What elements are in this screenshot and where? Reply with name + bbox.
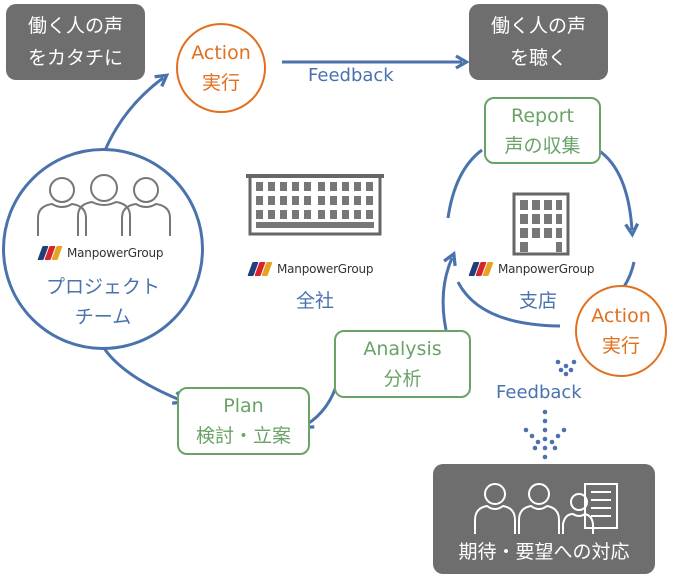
box-voice-to-shape-line1: 働く人の声: [27, 15, 123, 37]
action-circle-top: Action 実行: [176, 23, 266, 113]
box-voice-to-shape: 働く人の声 をカタチに: [6, 4, 145, 80]
building-branch-icon: [512, 192, 570, 256]
manpower-brand-hq: ManpowerGroup: [277, 262, 374, 276]
analysis-jp: 分析: [383, 368, 422, 390]
manpower-brand-team: ManpowerGroup: [67, 246, 164, 260]
cycle-arc-left-up: [100, 78, 163, 159]
action-right-en: Action: [591, 305, 651, 327]
manpower-brand-branch: ManpowerGroup: [498, 262, 595, 276]
analysis-en: Analysis: [363, 338, 442, 360]
manpower-logo-branch: ManpowerGroup: [468, 262, 595, 276]
manpower-mark-icon: [247, 262, 274, 276]
building-hq-icon: [246, 174, 384, 236]
people-icon: [37, 174, 171, 236]
cycle-arc-branch-bottom: [456, 281, 561, 328]
box-response: 期待・要望への対応: [433, 464, 655, 574]
plan-en: Plan: [223, 395, 264, 417]
cycle-arc-analysis-branch: [441, 258, 452, 331]
manpower-logo-hq: ManpowerGroup: [247, 262, 374, 276]
box-listen-voice-line1: 働く人の声: [490, 15, 586, 37]
feedback-label-right: Feedback: [496, 382, 582, 403]
branch-label: 支店: [518, 290, 557, 312]
box-response-label: 期待・要望への対応: [458, 541, 630, 563]
cycle-arc-left-down: [100, 344, 180, 400]
manpower-mark-icon: [468, 262, 495, 276]
project-team-line1: プロジェクト: [45, 276, 160, 298]
action-top-jp: 実行: [201, 72, 240, 94]
feedback-label-top: Feedback: [308, 65, 394, 86]
project-team-label: プロジェクト チーム: [22, 272, 184, 332]
project-team-circle: [2, 148, 204, 350]
report-en: Report: [511, 105, 574, 127]
plan-jp: 検討・立案: [195, 425, 291, 447]
dotted-arrow-down: [523, 409, 567, 460]
cycle-arc-report-right: [597, 148, 632, 230]
action-right-jp: 実行: [601, 335, 640, 357]
action-top-en: Action: [191, 42, 251, 64]
box-voice-to-shape-line2: をカタチに: [27, 47, 123, 69]
plan-box: Plan 検討・立案: [177, 387, 310, 455]
project-team-line2: チーム: [74, 306, 132, 328]
manpower-logo-team: ManpowerGroup: [37, 246, 164, 260]
people-doc-icon: [474, 483, 618, 534]
report-jp: 声の収集: [504, 135, 581, 157]
action-circle-right: Action 実行: [575, 285, 667, 377]
analysis-box: Analysis 分析: [334, 330, 471, 398]
hq-label: 全社: [295, 290, 334, 312]
cycle-arc-right-left: [446, 148, 483, 219]
dotted-feedback-upper: [555, 359, 577, 377]
box-listen-voice: 働く人の声 を聴く: [469, 4, 608, 80]
box-listen-voice-line2: を聴く: [509, 47, 567, 69]
manpower-mark-icon: [37, 246, 64, 260]
report-box: Report 声の収集: [484, 97, 601, 164]
